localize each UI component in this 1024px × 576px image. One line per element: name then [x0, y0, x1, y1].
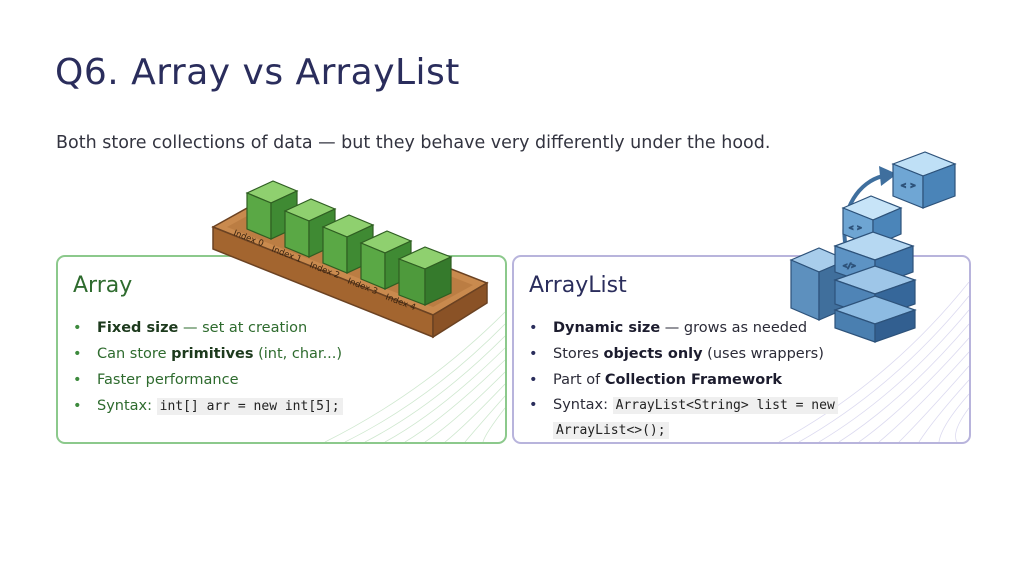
array-card-title: Array — [73, 273, 133, 298]
svg-text:< >: < > — [849, 224, 862, 232]
svg-text:< >: < > — [901, 181, 916, 190]
array-bullet-syntax: Syntax: int[] arr = new int[5]; — [73, 393, 343, 420]
array-block — [245, 180, 299, 240]
array-bullet-primitives: Can store primitives (int, char...) — [73, 341, 343, 367]
array-bullet-fixed-size: Fixed size — set at creation — [73, 315, 343, 341]
arraylist-card-title: ArrayList — [529, 273, 627, 298]
index-label: Index 0 — [232, 228, 265, 249]
page-subtitle: Both store collections of data — but the… — [56, 133, 771, 153]
array-card: Array Fixed size — set at creation Can s… — [56, 255, 507, 444]
arraylist-card: ArrayList Dynamic size — grows as needed… — [512, 255, 971, 444]
arraylist-bullet-syntax: Syntax: ArrayList<String> list = newArra… — [529, 393, 838, 442]
arraylist-syntax-code-line1: ArrayList<String> list = new — [612, 397, 838, 414]
arraylist-bullet-framework: Part of Collection Framework — [529, 367, 838, 393]
stacked-block: < > — [841, 195, 903, 247]
arraylist-syntax-code-line2: ArrayList<>(); — [553, 422, 669, 439]
arrow-icon — [879, 166, 897, 186]
arraylist-bullet-dynamic-size: Dynamic size — grows as needed — [529, 315, 838, 341]
arraylist-bullet-objects: Stores objects only (uses wrappers) — [529, 341, 838, 367]
floating-block: < > — [891, 151, 957, 209]
array-bullet-performance: Faster performance — [73, 367, 343, 393]
arraylist-bullet-list: Dynamic size — grows as needed Stores ob… — [529, 315, 838, 442]
array-block — [283, 198, 337, 258]
array-bullet-list: Fixed size — set at creation Can store p… — [73, 315, 343, 420]
array-syntax-code: int[] arr = new int[5]; — [156, 398, 343, 415]
page-title: Q6. Array vs ArrayList — [55, 52, 460, 93]
